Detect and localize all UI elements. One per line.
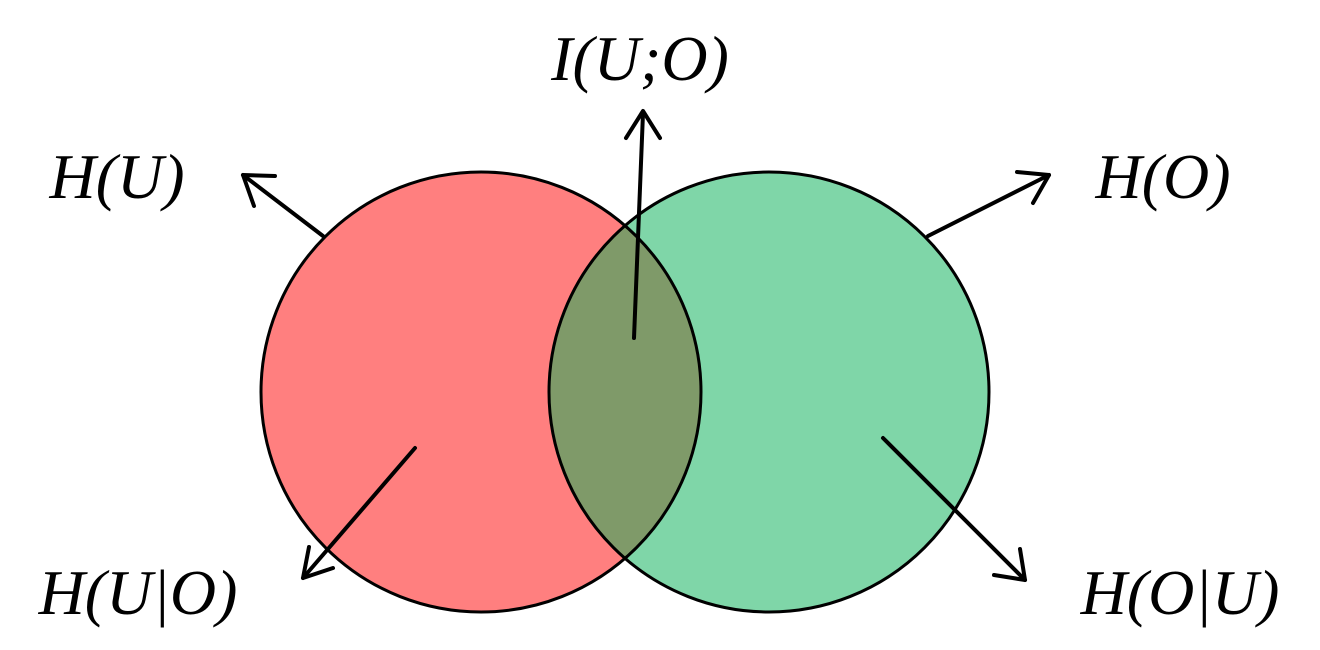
arrow-conditional-u-given-o xyxy=(301,446,417,580)
arrow-mutual-information xyxy=(624,109,662,340)
label-conditional-o-given-u: H(O|U) xyxy=(1080,557,1280,628)
arrow-entropy-o xyxy=(926,170,1051,238)
arrow-conditional-o-given-u xyxy=(881,436,1027,582)
intersection-region xyxy=(549,172,701,612)
label-entropy-u: H(U) xyxy=(48,141,184,212)
circle-h-o-outline xyxy=(547,170,991,614)
label-entropy-o: H(O) xyxy=(1094,141,1230,212)
label-conditional-u-given-o: H(U|O) xyxy=(38,557,238,628)
circle-h-u-outline xyxy=(259,170,703,614)
arrow-entropy-u xyxy=(241,173,325,238)
label-mutual-information: I(U;O) xyxy=(550,23,729,94)
